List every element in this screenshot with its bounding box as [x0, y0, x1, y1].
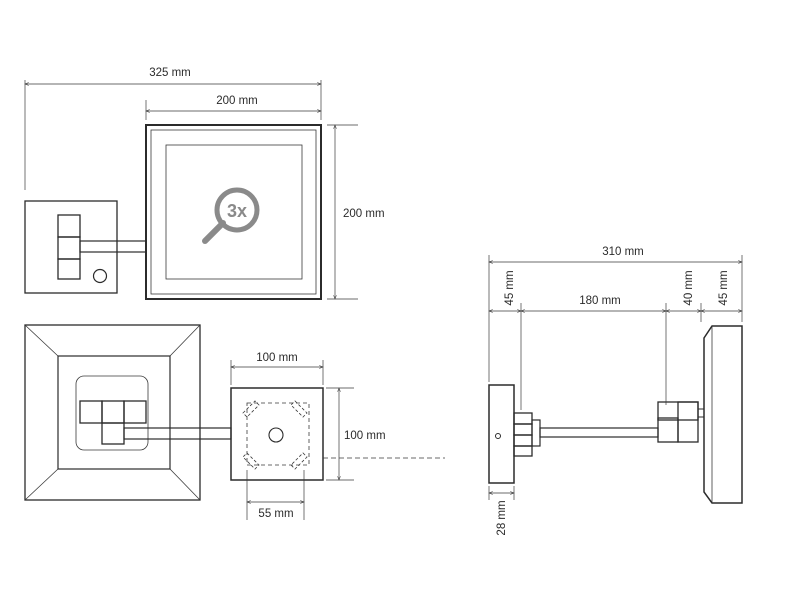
plan-hinge-block-1	[79, 400, 103, 424]
front-dimensions: 325 mm 200 mm 200 mm	[25, 67, 385, 299]
dim-base-plate-width: 100 mm	[256, 352, 298, 364]
dim-side-wall-plate-thickness: 28 mm	[496, 500, 508, 535]
side-view	[488, 325, 743, 504]
front-arm	[79, 240, 147, 253]
side-mirror	[703, 325, 743, 504]
front-hinge-block-top	[57, 214, 81, 238]
plan-fixing-square	[246, 402, 310, 466]
dim-fixing-spacing: 55 mm	[258, 508, 293, 520]
plan-hinge-block-3	[123, 400, 147, 424]
dim-side-arm-length: 180 mm	[579, 295, 621, 307]
side-dimensions: 310 mm 45 mm 180 mm 40 mm 45 mm 28 mm	[489, 246, 742, 536]
plan-hinge-block-2	[101, 400, 125, 424]
plan-base-plate	[230, 387, 324, 481]
dim-base-plate-height: 100 mm	[344, 430, 386, 442]
side-joint-pin	[697, 408, 705, 418]
side-wall-plate	[488, 384, 515, 484]
dim-side-mirror-depth: 45 mm	[718, 270, 730, 305]
front-view: 3x	[24, 124, 322, 300]
front-hinge-block-bottom	[57, 258, 81, 280]
front-mirror-inner-frame	[150, 129, 317, 295]
plan-hinge-block-4	[101, 422, 125, 445]
side-joint-block	[677, 401, 699, 443]
dim-side-joint-length: 40 mm	[683, 270, 695, 305]
plan-dimensions: 100 mm 100 mm 55 mm	[231, 352, 386, 520]
side-screw	[495, 433, 501, 439]
dim-front-total-width: 325 mm	[149, 67, 191, 79]
dim-side-wall-plate-depth: 45 mm	[504, 270, 516, 305]
dim-front-mirror-width: 200 mm	[216, 95, 258, 107]
front-switch-button	[92, 268, 108, 284]
plan-fixing-slots	[242, 400, 308, 470]
front-mirror-outer	[145, 124, 322, 300]
side-nut-4	[513, 445, 533, 457]
magnifier-label: 3x	[227, 201, 247, 221]
front-wall-plate	[24, 200, 118, 294]
plan-center-hole	[268, 427, 284, 443]
plan-view	[24, 324, 445, 501]
side-joint-lower	[657, 417, 679, 443]
plan-wall-plate-outer	[24, 324, 201, 501]
side-nut-2	[513, 423, 533, 436]
front-hinge-block-mid	[57, 236, 81, 260]
side-nut-collar	[531, 419, 541, 447]
side-nut-3	[513, 434, 533, 447]
dim-front-mirror-height: 200 mm	[343, 208, 385, 220]
plan-recess	[75, 375, 149, 451]
dim-side-total-depth: 310 mm	[602, 246, 644, 258]
side-arm	[539, 427, 659, 438]
front-mirror-glass	[165, 144, 303, 280]
side-nut-1	[513, 412, 533, 425]
magnifier-icon: 3x	[202, 187, 260, 244]
plan-wall-plate-inner	[57, 355, 171, 470]
plan-arm	[123, 427, 232, 440]
